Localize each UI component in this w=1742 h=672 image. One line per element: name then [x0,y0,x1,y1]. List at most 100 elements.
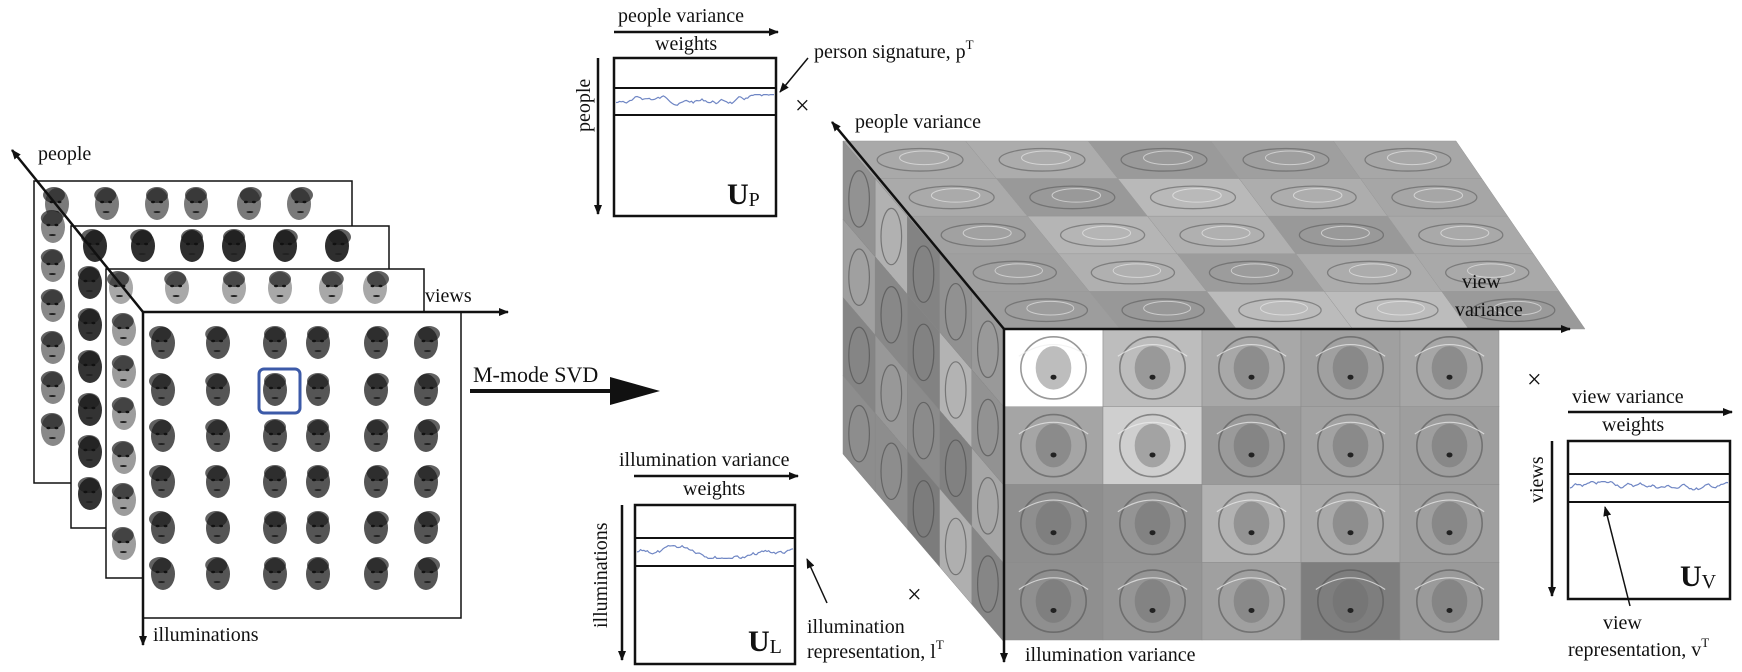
basis-tile-top [1267,215,1416,255]
basis-tile-top [971,291,1121,330]
people-variance-axis [831,121,1005,330]
up-matrix-sub: P [749,189,760,211]
face-thumbnail [222,271,246,304]
face-thumbnail [149,511,175,544]
uv-matrix [1566,439,1732,601]
face-data-tensor: people views illuminations [11,143,509,646]
face-thumbnail [414,326,440,359]
people-axis-arrow [11,149,144,313]
ul-callout-line2: representation, lT [807,637,944,663]
cube-top-tiles [842,140,1586,330]
face-thumbnail [319,271,344,304]
sheet-3-faces [107,271,389,560]
face-thumbnail [273,229,298,262]
view-variance-label-1: view [1462,271,1501,293]
face-thumbnail [205,465,230,498]
up-side-label: people [573,79,595,132]
face-thumbnail [111,527,136,560]
people-variance-label: people variance [855,111,981,133]
ul-callout-text: representation, l [807,641,936,663]
svd-label: M-mode SVD [473,362,598,387]
face-thumbnail [111,355,136,388]
basis-tile [1300,406,1401,485]
up-matrix-main: U [727,178,749,211]
uv-header-line2: weights [1602,414,1664,436]
people-axis-label: people [38,143,91,165]
illumination-variance-label: illumination variance [1025,644,1196,666]
face-thumbnail [306,465,330,498]
up-callout-text: person signature, p [814,41,966,63]
svd-transform: M-mode SVD [470,362,660,405]
ul-callout-sup: T [936,637,944,652]
basis-tile-top [1210,140,1361,179]
face-thumbnail [414,373,440,406]
face-thumbnail [205,557,230,590]
face-thumbnail [111,397,136,430]
view-variance-label-2: variance [1455,299,1523,321]
up-panel: people variance weights people UP person… [573,5,974,218]
face-thumbnail [306,326,330,359]
face-thumbnail [364,419,389,452]
basis-tile [1102,562,1203,641]
basis-tile-side [939,487,973,606]
uv-panel: view variance weights views UV view repr… [1526,386,1733,661]
ul-matrix [633,503,797,666]
uv-matrix-main: U [1680,560,1702,593]
basis-tile-side [842,296,876,415]
times-sign-uv: × [1527,365,1542,394]
face-thumbnail [149,326,175,359]
cube-left-tiles [842,140,1005,643]
face-thumbnail [77,477,102,510]
basis-tile [1399,562,1500,641]
basis-tile-side [874,412,908,530]
face-thumbnail [414,419,440,452]
face-thumbnail [111,313,136,346]
uv-signature-signal [1569,480,1729,491]
ul-matrix-label: UL [748,625,782,658]
face-thumbnail [205,373,230,406]
up-header-line2: weights [655,33,717,55]
face-thumbnail [263,557,287,590]
face-thumbnail [364,511,389,544]
face-thumbnail [111,483,136,516]
basis-tile [1399,484,1500,563]
face-thumbnail [149,373,175,406]
face-thumbnail [325,229,351,262]
face-thumbnail [222,229,246,262]
ul-callout-pointer [806,558,828,604]
basis-tile-top [1176,253,1325,292]
face-thumbnail [263,465,287,498]
face-thumbnail [263,326,287,359]
face-thumbnail [414,557,440,590]
cube-front-tiles [1003,328,1500,641]
up-callout-sup: T [966,37,974,52]
uv-matrix-sub: V [1702,571,1717,593]
uv-callout-text: representation, v [1568,639,1701,661]
uv-callout-pointer [1603,506,1631,607]
face-thumbnail [306,557,330,590]
up-callout-pointer [779,57,809,93]
face-thumbnail [40,249,65,282]
basis-tile [1003,406,1104,485]
face-thumbnail [40,331,65,364]
ul-header-line2: weights [683,478,745,500]
ul-panel: illumination variance weights illuminati… [590,449,944,666]
face-thumbnail [77,435,102,468]
uv-callout-sup: T [1701,635,1709,650]
up-callout: person signature, pT [814,37,974,63]
basis-tile-side [874,177,908,296]
face-thumbnail [364,326,389,359]
svd-arrowhead [610,377,660,405]
ul-matrix-sub: L [770,636,782,658]
face-thumbnail [268,271,292,304]
face-thumbnail [40,289,65,322]
basis-tile [1300,328,1401,407]
basis-tile [1003,484,1104,563]
times-sign-ul: × [907,580,922,609]
face-thumbnail [205,511,230,544]
uv-matrix-label: UV [1680,560,1717,593]
face-thumbnail [40,413,65,446]
face-thumbnail [149,465,175,498]
ul-signature-signal [636,544,794,560]
face-thumbnail [111,441,136,474]
